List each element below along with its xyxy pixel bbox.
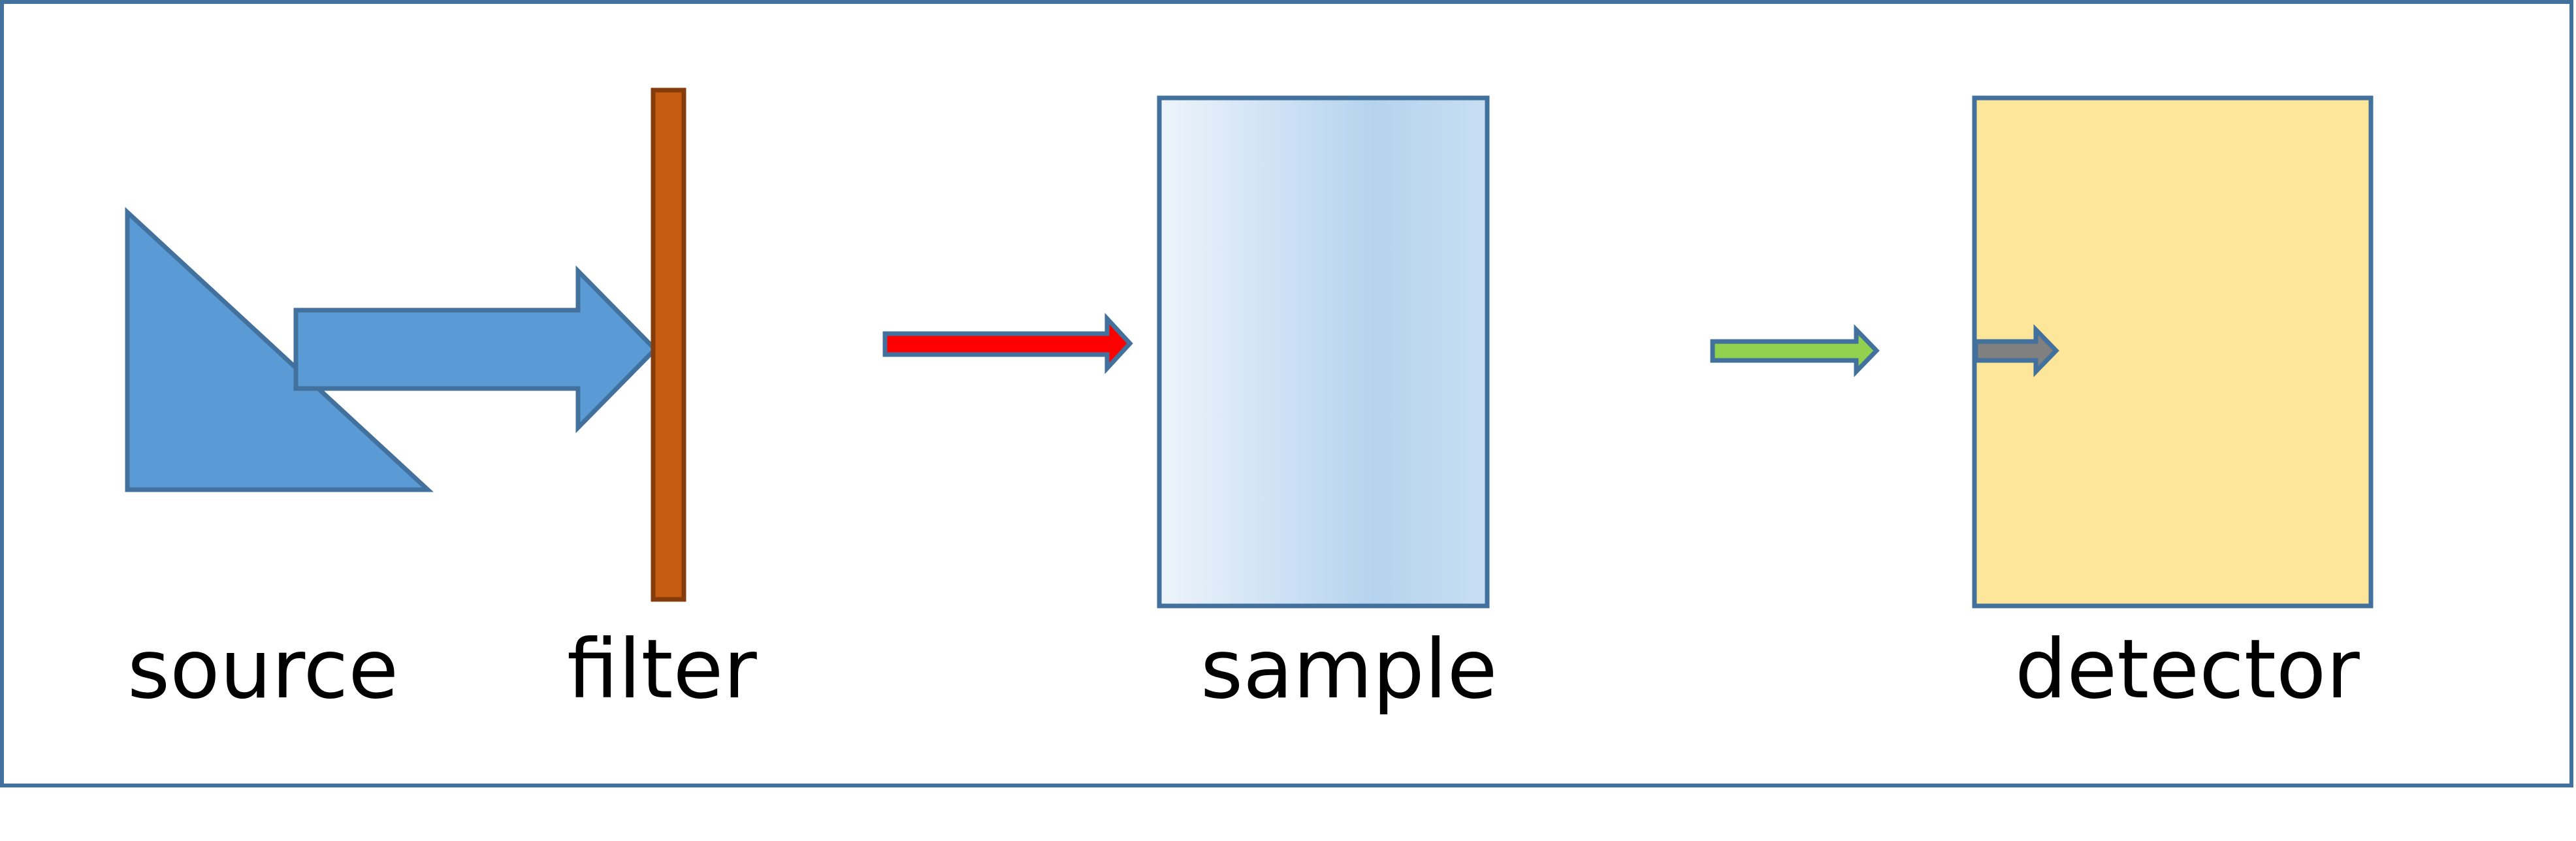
source-beam-arrow (293, 265, 658, 434)
diagram-frame (0, 0, 2573, 787)
transmitted-beam-arrow (1710, 324, 1880, 377)
source-triangle (125, 207, 434, 492)
detector-label: detector (2015, 622, 2360, 717)
detected-beam-arrow (1973, 324, 2059, 377)
filtered-beam-arrow (882, 313, 1133, 374)
sample-label: sample (1200, 622, 1497, 717)
source-label: source (127, 622, 398, 717)
filter-label: filter (567, 622, 757, 717)
sample-block (1157, 95, 1490, 609)
filter-plate (651, 87, 686, 602)
